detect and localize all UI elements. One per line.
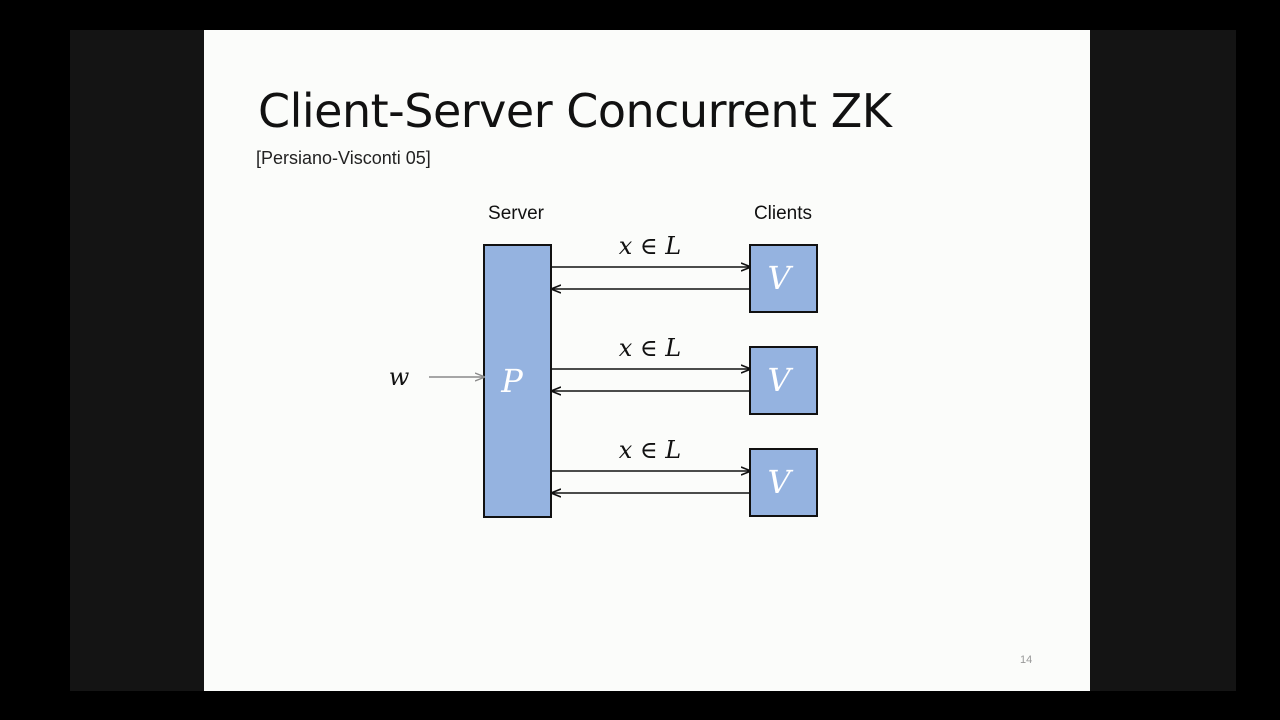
clients-label: Clients (754, 203, 812, 224)
verifier-box (749, 448, 818, 517)
statement-label: x ∈ L (619, 232, 682, 260)
verifier-box (749, 346, 818, 415)
channel-3: x ∈ L V (551, 436, 818, 517)
prover-box (483, 244, 552, 518)
verifier-box (749, 244, 818, 313)
protocol-diagram: Server Clients P w x ∈ L V x ∈ L V x ∈ L (389, 203, 818, 518)
statement-label: x ∈ L (619, 334, 682, 362)
citation: [Persiano-Visconti 05] (256, 148, 431, 168)
slide: Client-Server Concurrent ZK [Persiano-Vi… (204, 30, 1090, 691)
channel-2: x ∈ L V (551, 334, 818, 415)
witness-symbol: w (389, 363, 410, 391)
page-number: 14 (1020, 654, 1033, 666)
prover-symbol: P (500, 362, 523, 400)
slide-title: Client-Server Concurrent ZK (258, 84, 892, 138)
server-label: Server (488, 203, 545, 224)
verifier-symbol: V (767, 259, 793, 297)
statement-label: x ∈ L (619, 436, 682, 464)
verifier-symbol: V (767, 463, 793, 501)
channel-1: x ∈ L V (551, 232, 818, 313)
verifier-symbol: V (767, 361, 793, 399)
